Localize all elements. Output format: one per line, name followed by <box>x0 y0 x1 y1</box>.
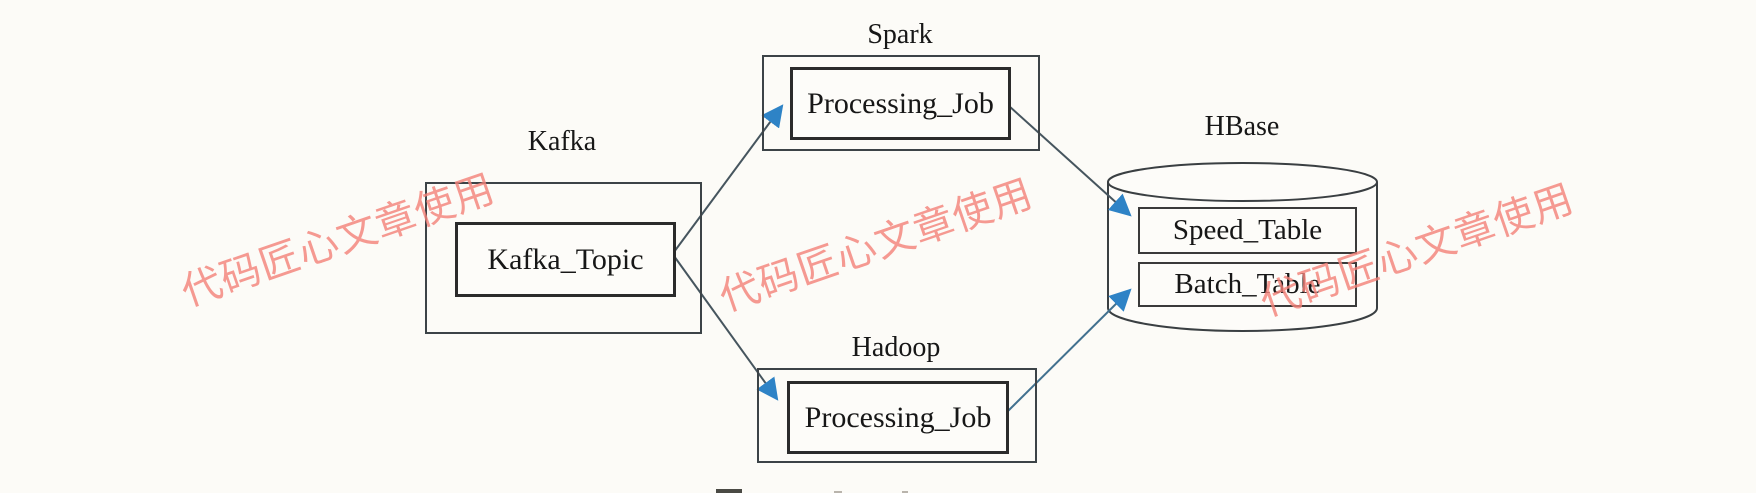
caption-remnant <box>716 489 742 493</box>
spark-node-title: Spark <box>867 19 933 50</box>
arrow-kafka-to-hadoop <box>673 255 779 401</box>
arrow-hadoop-to-batch-table <box>1006 288 1132 413</box>
spark-processing-job-box: Processing_Job <box>790 67 1011 140</box>
spark-node-box <box>762 55 1040 151</box>
arrow-spark-to-speed-table <box>1008 105 1132 217</box>
arrow-kafka-to-spark <box>673 104 784 253</box>
hadoop-processing-job-box: Processing_Job <box>787 381 1009 454</box>
hadoop-node-box <box>757 368 1037 463</box>
caption-remnant-dot <box>902 491 908 493</box>
speed-table-box: Speed_Table <box>1138 207 1357 254</box>
hadoop-node-title: Hadoop <box>851 332 941 363</box>
hbase-node-title: HBase <box>1204 111 1280 142</box>
caption-remnant-dot <box>834 491 842 493</box>
kafka-topic-box: Kafka_Topic <box>455 222 676 297</box>
kafka-node-title: Kafka <box>527 126 597 157</box>
kafka-node-box <box>425 182 702 334</box>
batch-table-box: Batch_Table <box>1138 262 1357 307</box>
